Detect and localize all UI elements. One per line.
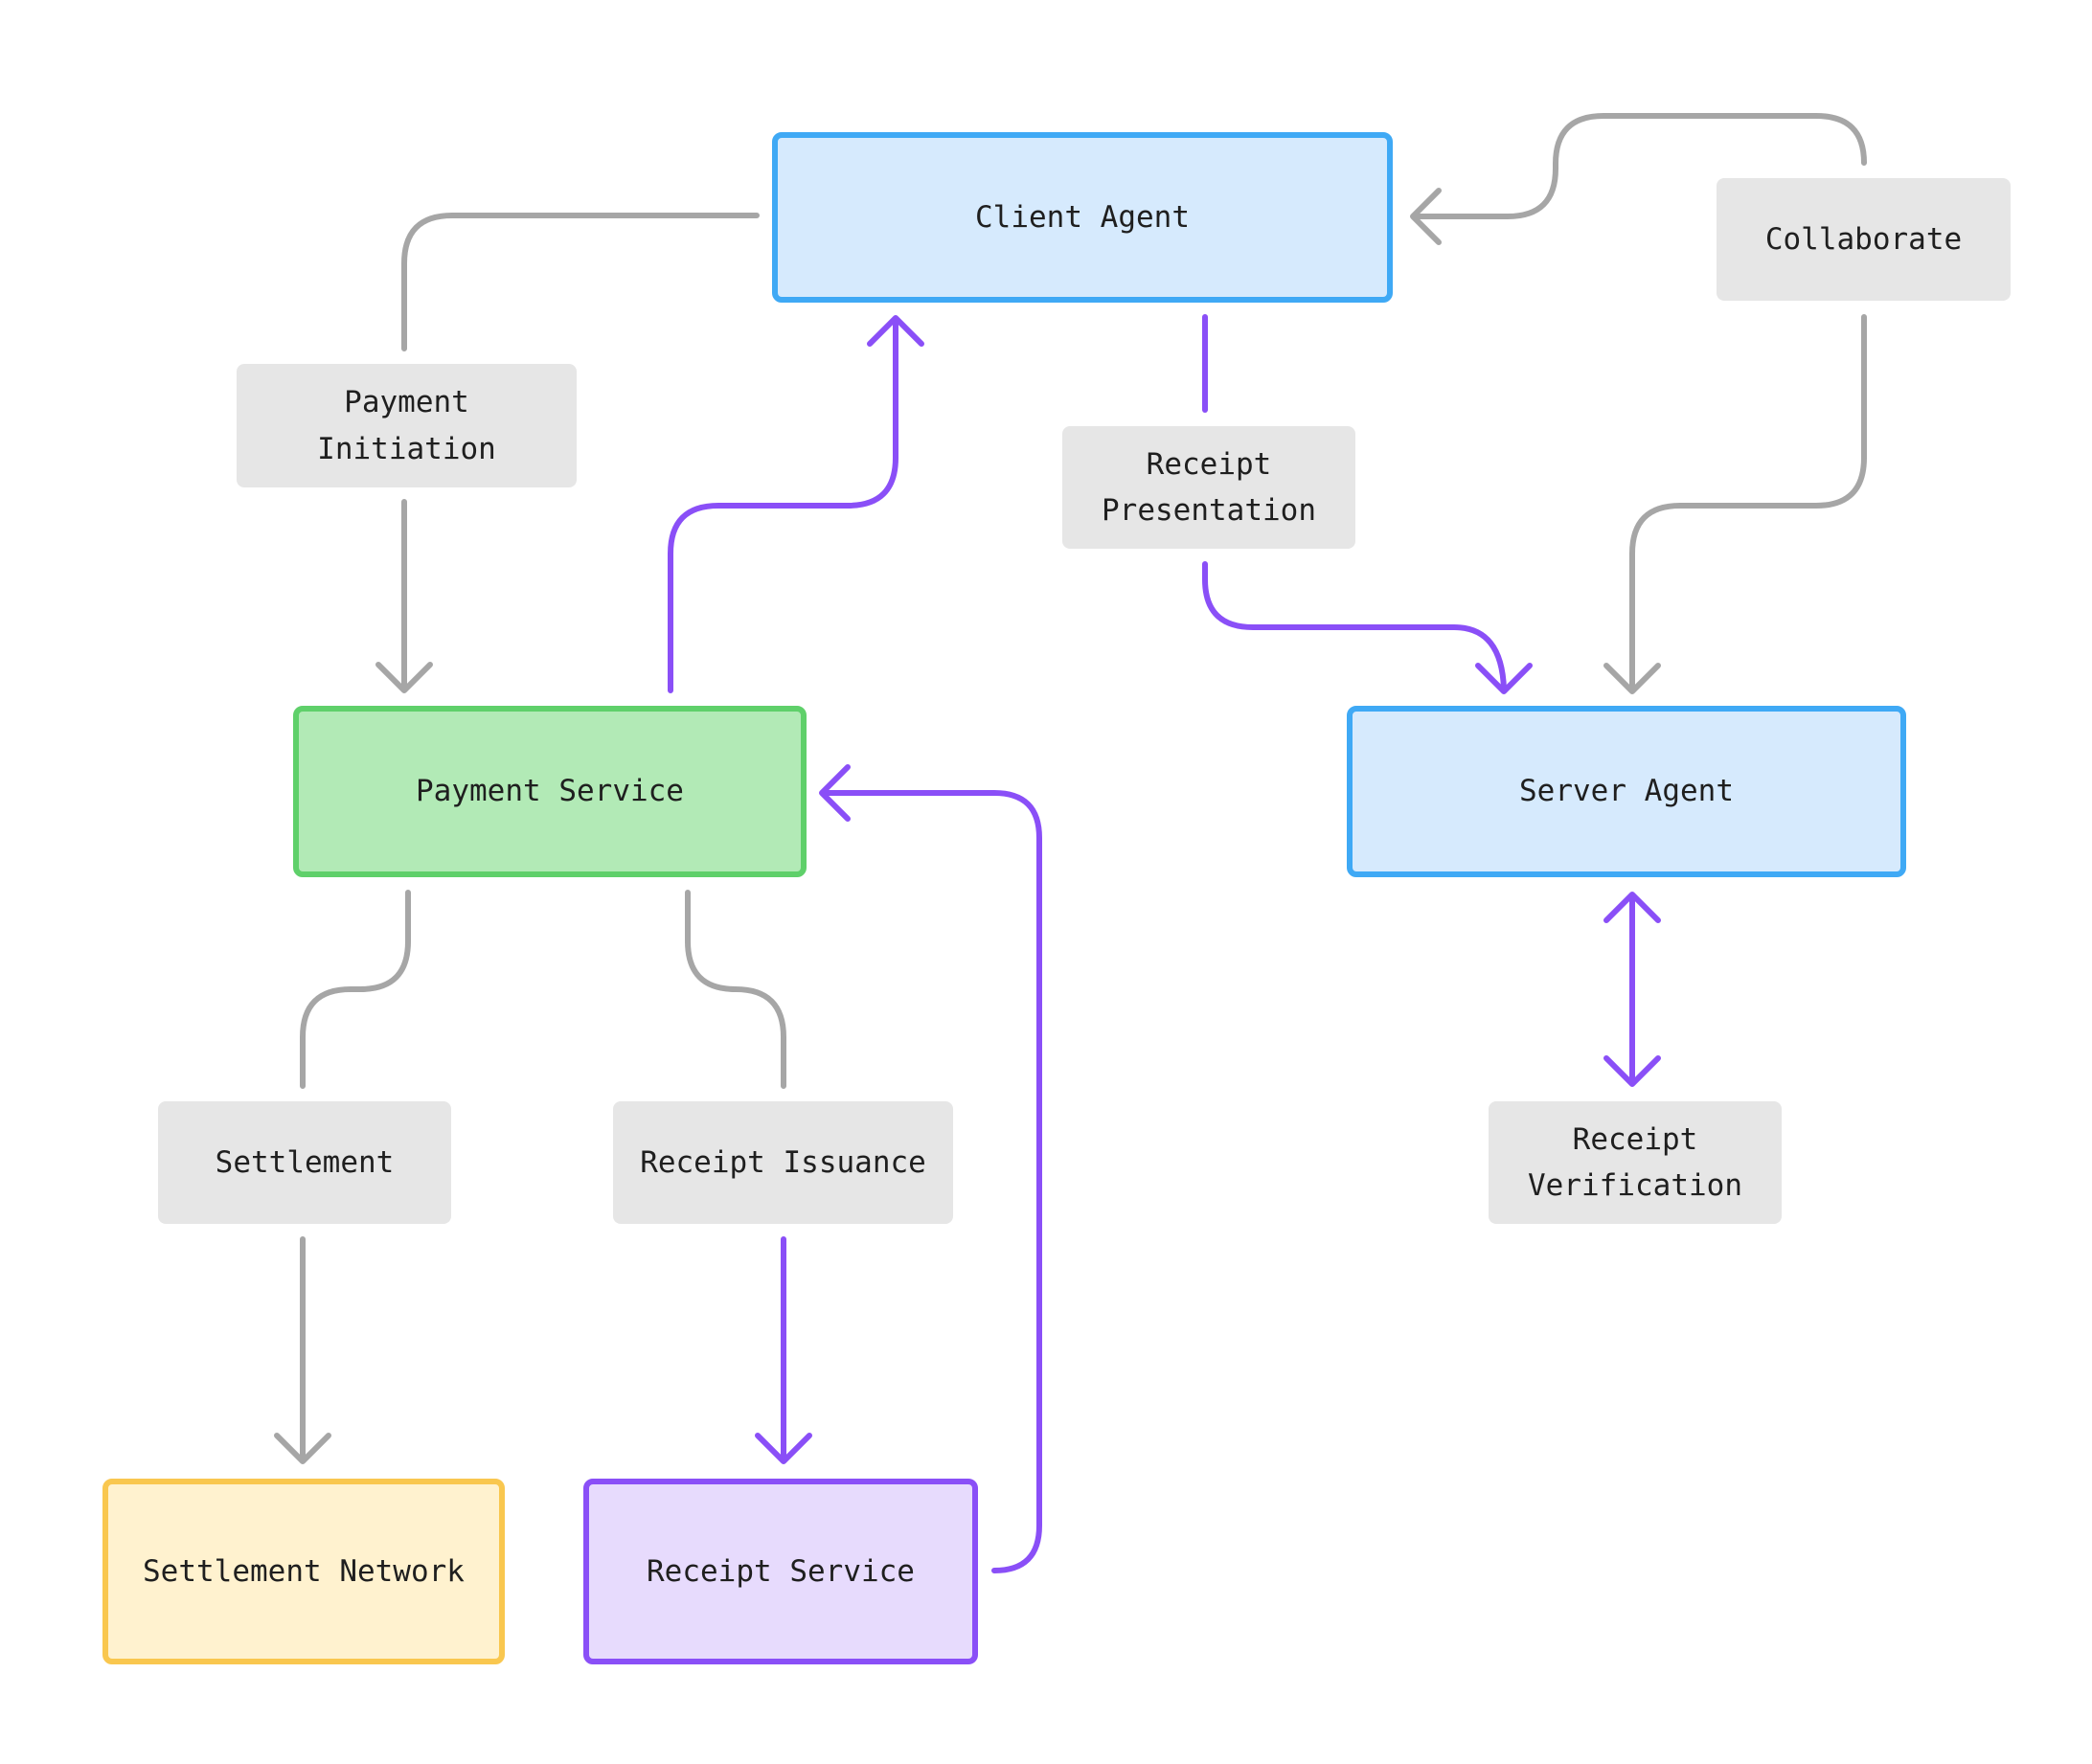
receipt-verification-text: Receipt Verification <box>1528 1121 1742 1203</box>
edge-collaborate-to-client <box>1411 113 1867 219</box>
edge-payment-service-to-client <box>668 316 898 693</box>
receipt-presentation-text: Receipt Presentation <box>1102 446 1316 528</box>
arrowhead-server-top-right <box>1603 663 1661 694</box>
arrowhead-client-right <box>1410 188 1442 245</box>
settlement-network-node[interactable]: Settlement Network <box>102 1479 505 1664</box>
edge-receipt-presentation-to-server <box>1202 561 1507 692</box>
receipt-service-node[interactable]: Receipt Service <box>583 1479 978 1664</box>
server-agent-node[interactable]: Server Agent <box>1347 706 1906 877</box>
arrowhead-server-top-left <box>1475 663 1533 694</box>
payment-initiation-text: Payment Initiation <box>317 385 496 466</box>
edge-payment-service-to-receipt-issuance <box>685 890 786 1089</box>
receipt-issuance-label: Receipt Issuance <box>613 1101 953 1224</box>
collaborate-text: Collaborate <box>1764 221 1963 257</box>
edge-payment-service-to-settlement <box>300 890 411 1089</box>
edge-collaborate-to-server <box>1629 314 1867 692</box>
arrowhead-receipt-verification-top <box>1603 1055 1661 1087</box>
arrowhead-settlement-network-top <box>274 1433 331 1464</box>
edge-client-to-payment-initiation <box>401 213 760 351</box>
arrowhead-client-bottom <box>867 315 924 347</box>
edge-receipt-service-to-payment-service <box>820 790 1042 1573</box>
receipt-verification-label: Receipt Verification <box>1489 1101 1782 1224</box>
arrowhead-payment-service-right <box>819 764 851 822</box>
arrowhead-server-bottom <box>1603 892 1661 923</box>
client-agent-text: Client Agent <box>975 199 1190 235</box>
collaborate-label: Collaborate <box>1717 178 2011 301</box>
receipt-presentation-label: Receipt Presentation <box>1062 426 1355 549</box>
settlement-network-text: Settlement Network <box>143 1553 465 1589</box>
payment-service-node[interactable]: Payment Service <box>293 706 807 877</box>
payment-service-text: Payment Service <box>416 774 684 809</box>
receipt-issuance-text: Receipt Issuance <box>640 1144 926 1180</box>
settlement-text: Settlement <box>215 1144 395 1180</box>
client-agent-node[interactable]: Client Agent <box>772 132 1393 303</box>
arrowhead-receipt-service-top <box>755 1433 812 1464</box>
receipt-service-text: Receipt Service <box>647 1553 915 1589</box>
server-agent-text: Server Agent <box>1519 774 1734 809</box>
payment-initiation-label: Payment Initiation <box>237 364 577 487</box>
arrowhead-payment-service-top <box>375 662 433 693</box>
settlement-label: Settlement <box>158 1101 451 1224</box>
